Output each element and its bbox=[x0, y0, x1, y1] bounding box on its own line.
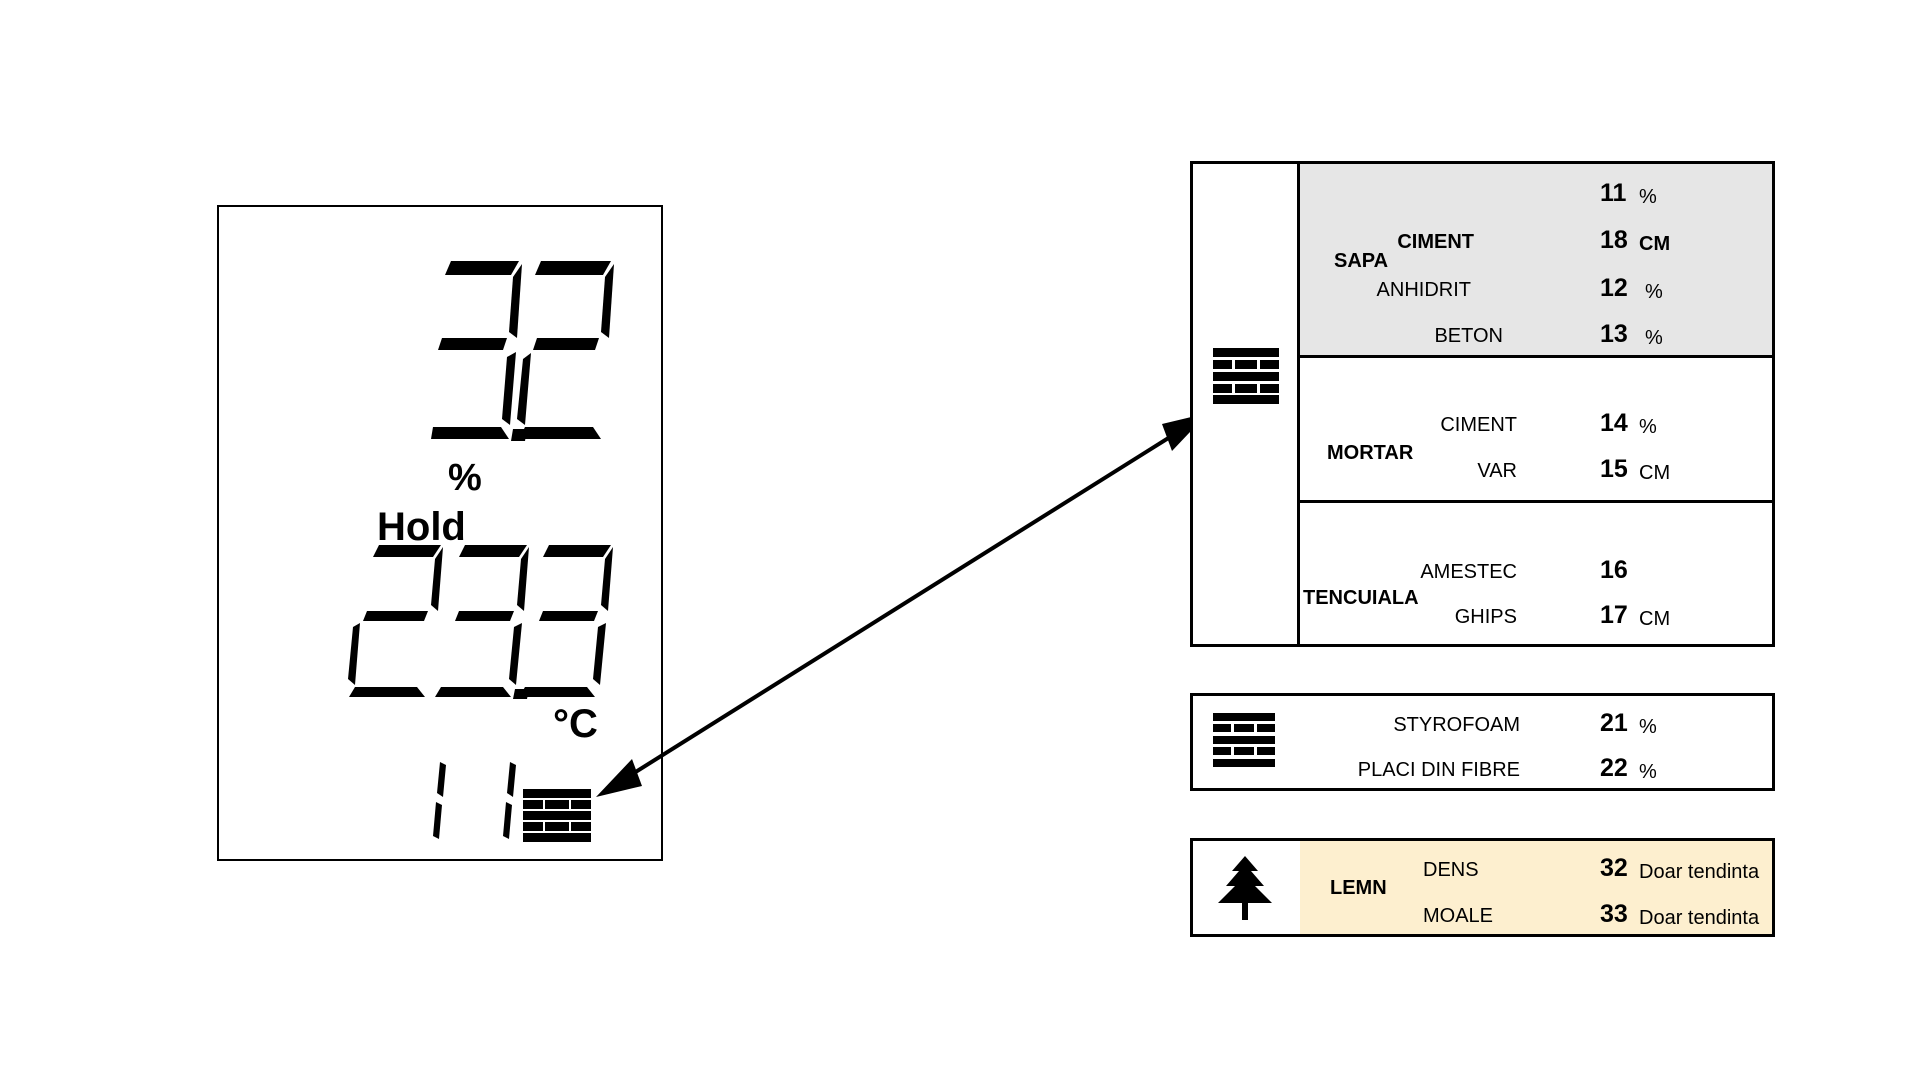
group-name-lemn: LEMN bbox=[1330, 877, 1387, 899]
material-code: 13 bbox=[1600, 320, 1628, 348]
material-unit: CM bbox=[1639, 462, 1671, 484]
group-mortar: MORTAR CIMENT 14 % VAR 15 CM bbox=[1300, 358, 1772, 503]
material-label: ANHIDRIT bbox=[1376, 279, 1471, 301]
temp-digit-3b bbox=[519, 545, 613, 697]
material-unit: % bbox=[1639, 186, 1657, 208]
material-label: DENS bbox=[1423, 859, 1479, 881]
brick-wall-icon bbox=[1213, 713, 1275, 767]
main-unit-label: % bbox=[448, 457, 482, 499]
material-label: MOALE bbox=[1423, 905, 1494, 927]
material-label: BETON bbox=[1434, 325, 1503, 347]
group-tencuiala: TENCUIALA AMESTEC 16 GHIPS 17 CM bbox=[1300, 503, 1772, 644]
lcd-segment-digits bbox=[348, 261, 614, 842]
group-name-tencuiala: TENCUIALA bbox=[1303, 587, 1419, 609]
material-code: 32 bbox=[1600, 854, 1628, 882]
lcd-display: % Hold °C bbox=[217, 205, 663, 861]
tree-icon bbox=[1218, 856, 1272, 920]
main-digit-3 bbox=[431, 261, 522, 439]
material-code: 18 bbox=[1600, 226, 1628, 254]
masonry-icon-cell bbox=[1193, 164, 1300, 644]
temperature-digits bbox=[348, 545, 613, 699]
material-label: STYROFOAM bbox=[1393, 714, 1520, 736]
material-label: CIMENT bbox=[1440, 414, 1517, 436]
material-code: 12 bbox=[1600, 274, 1628, 302]
main-reading-digits bbox=[431, 261, 614, 441]
material-label: GHIPS bbox=[1454, 606, 1517, 628]
material-unit: CM bbox=[1639, 608, 1671, 630]
main-digit-2 bbox=[517, 261, 614, 439]
material-unit: % bbox=[1645, 327, 1663, 349]
material-code-digits bbox=[433, 762, 516, 839]
brick-wall-icon bbox=[1213, 348, 1279, 404]
group-name-sapa: SAPA bbox=[1334, 250, 1389, 272]
material-unit: CM bbox=[1639, 233, 1671, 255]
material-unit: % bbox=[1645, 281, 1663, 303]
brick-wall-icon bbox=[523, 789, 591, 842]
material-label: VAR bbox=[1477, 460, 1517, 482]
insulation-reference-table: STYROFOAM 21 % PLACI DIN FIBRE 22 % bbox=[1190, 693, 1775, 791]
material-label: PLACI DIN FIBRE bbox=[1357, 759, 1520, 781]
material-unit: % bbox=[1639, 716, 1657, 738]
material-code: 15 bbox=[1600, 455, 1628, 483]
material-unit: Doar tendinta bbox=[1639, 907, 1760, 929]
temp-digit-3 bbox=[435, 545, 529, 697]
material-label: CIMENT bbox=[1397, 231, 1474, 253]
masonry-reference-table: SAPA 11 % CIMENT 18 CM ANHIDRIT 12 % BET… bbox=[1190, 161, 1775, 647]
material-code: 22 bbox=[1600, 754, 1628, 782]
temperature-unit-label: °C bbox=[553, 702, 598, 746]
hold-indicator: Hold bbox=[377, 505, 466, 549]
material-unit: % bbox=[1639, 761, 1657, 783]
wood-reference-table: LEMN DENS 32 Doar tendinta MOALE 33 Doar… bbox=[1190, 838, 1775, 937]
material-code: 33 bbox=[1600, 900, 1628, 928]
wood-icon-cell bbox=[1193, 841, 1300, 934]
material-unit: % bbox=[1639, 416, 1657, 438]
material-code: 11 bbox=[1600, 179, 1627, 207]
temp-digit-2 bbox=[348, 545, 443, 697]
material-code: 17 bbox=[1600, 601, 1628, 629]
group-insulation: STYROFOAM 21 % PLACI DIN FIBRE 22 % bbox=[1300, 696, 1772, 788]
arrow-head-left bbox=[596, 759, 642, 797]
material-label: AMESTEC bbox=[1420, 561, 1517, 583]
material-code: 21 bbox=[1600, 709, 1628, 737]
material-code: 16 bbox=[1600, 556, 1628, 584]
material-unit: Doar tendinta bbox=[1639, 861, 1760, 883]
material-code: 14 bbox=[1600, 409, 1628, 437]
group-sapa: SAPA 11 % CIMENT 18 CM ANHIDRIT 12 % BET… bbox=[1300, 164, 1772, 358]
insulation-icon-cell bbox=[1193, 696, 1300, 788]
group-name-mortar: MORTAR bbox=[1327, 442, 1414, 464]
group-lemn: LEMN DENS 32 Doar tendinta MOALE 33 Doar… bbox=[1300, 841, 1772, 934]
